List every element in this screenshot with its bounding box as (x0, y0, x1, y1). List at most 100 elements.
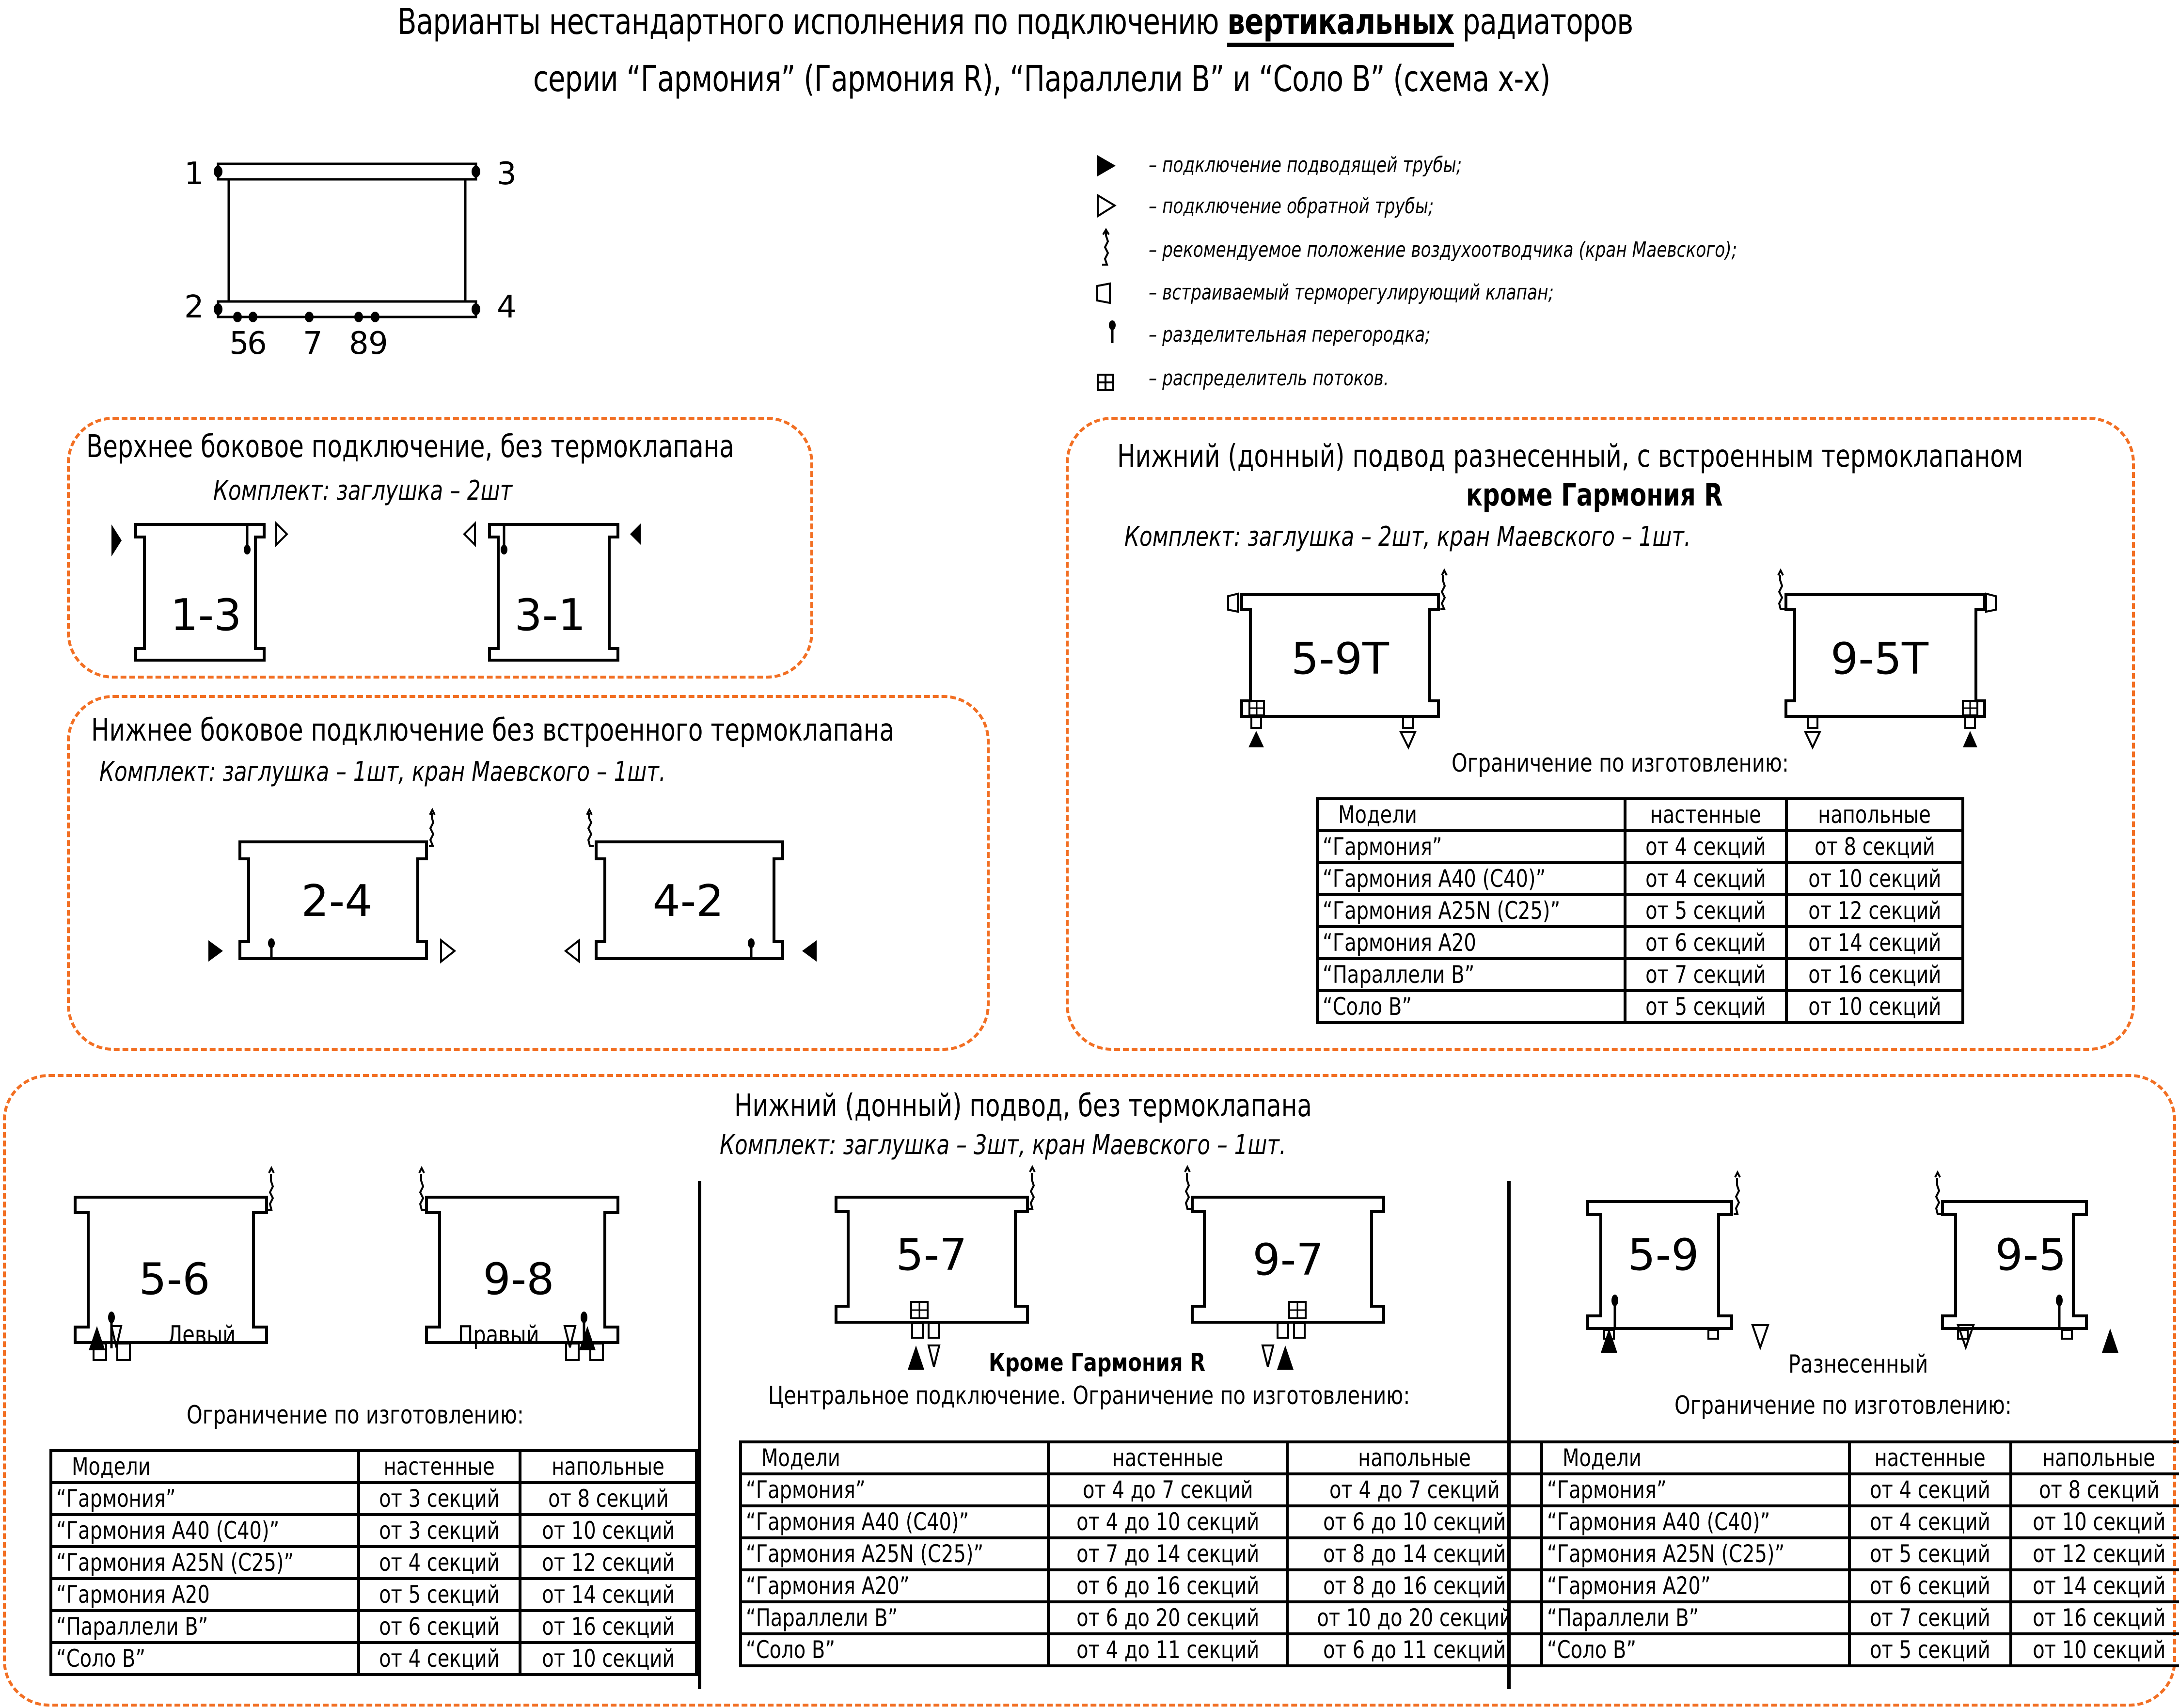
radiator-diagram-5-9T: 5-9T (1227, 568, 1448, 750)
floor-standing-cell: от 4 до 7 секций (1286, 1472, 1544, 1507)
wall-mounted-cell: от 7 секций (1847, 1600, 2012, 1635)
panel-kit: Комплект: заглушка – 3шт, кран Маевского… (720, 1129, 1286, 1161)
scheme-point-label: 5 (229, 326, 249, 362)
legend-item: – распределитель потоков. (1149, 366, 1389, 391)
wall-mounted-cell: от 7 секций (1623, 957, 1788, 992)
floor-standing-cell: от 10 секций (518, 1641, 698, 1676)
floor-standing-cell: от 8 до 14 секций (1286, 1536, 1544, 1571)
model-cell: “Гармония А20 (49, 1577, 360, 1612)
wall-mounted-cell: от 3 секций (357, 1481, 521, 1516)
model-cell: “Гармония А40 (С40)” (49, 1513, 360, 1548)
table-header-row: Модели настенные напольные (1540, 1440, 2179, 1475)
floor-standing-cell: от 10 до 20 секций (1286, 1600, 1544, 1635)
diagram-label: 2-4 (301, 876, 373, 927)
return-pipe-icon (563, 1325, 596, 1350)
wall-mounted-cell: от 4 секций (1623, 861, 1788, 896)
floor-standing-cell: от 8 до 16 секций (1286, 1568, 1544, 1603)
excluding-note: Кроме Гармония R (989, 1348, 1206, 1377)
wall-mounted-cell: от 4 до 10 секций (1046, 1504, 1289, 1539)
supply-pipe-icon (908, 1344, 941, 1370)
limits-table-thermo: Модели настенные напольные “Гармония”от … (1316, 797, 1965, 1024)
model-cell: “Гармония А25N (С25)” (739, 1536, 1050, 1571)
return-pipe-icon (1097, 193, 1117, 218)
panel-kit: Комплект: заглушка – 2шт (213, 475, 513, 506)
title-emphasis: вертикальных (1227, 1, 1454, 47)
model-cell: “Гармония” (1316, 829, 1626, 864)
model-cell: “Параллели В” (1316, 957, 1626, 992)
flow-distributor-icon (1097, 374, 1114, 391)
thermo-valve-icon (1096, 282, 1111, 304)
radiator-diagram-3-1: 3-1 (463, 521, 641, 662)
return-pipe-icon (1751, 1324, 1769, 1351)
panel-kit: Комплект: заглушка – 1шт, кран Маевского… (99, 756, 666, 788)
diagram-label: 5-7 (896, 1230, 967, 1281)
floor-standing-cell: от 8 секций (518, 1481, 698, 1516)
floor-standing-cell: от 6 до 11 секций (1286, 1632, 1544, 1667)
model-cell: “Гармония А25N (С25)” (49, 1545, 360, 1580)
limit-caption: Центральное подключение. Ограничение по … (768, 1381, 1410, 1410)
supply-pipe-icon (1601, 1328, 1617, 1353)
table-header-row: Модели настенные напольные (1316, 797, 1965, 832)
scheme-point-label: 9 (368, 326, 388, 362)
model-cell: “Соло В” (739, 1632, 1050, 1667)
diagram-label: 9-7 (1253, 1234, 1324, 1285)
panel-kit: Комплект: заглушка – 2шт, кран Маевского… (1124, 521, 1691, 553)
floor-standing-cell: от 10 секций (2009, 1632, 2179, 1667)
floor-standing-cell: от 10 секций (1784, 861, 1965, 896)
floor-standing-cell: от 12 секций (518, 1545, 698, 1580)
model-cell: “Гармония А40 (С40)” (1316, 861, 1626, 896)
air-vent-icon (1102, 228, 1110, 266)
radiator-diagram-9-5: 9-5 (1934, 1170, 2088, 1340)
page-title-line-2: серии “Гармония” (Гармония R), “Параллел… (533, 58, 1550, 100)
floor-standing-cell: от 10 секций (518, 1513, 698, 1548)
wall-mounted-cell: от 5 секций (1847, 1632, 2012, 1667)
floor-standing-cell: от 10 секций (2009, 1504, 2179, 1539)
table-header-row: Модели настенные напольные (49, 1449, 698, 1484)
section-divider (698, 1181, 701, 1689)
wall-mounted-cell: от 6 секций (357, 1609, 521, 1644)
supply-pipe-icon (1097, 155, 1116, 176)
legend-item: – разделительная перегородка; (1149, 322, 1431, 347)
panel-bottom-thermo-connection (1066, 417, 2135, 1051)
floor-standing-cell: от 16 секций (2009, 1600, 2179, 1635)
wall-mounted-cell: от 5 секций (1847, 1536, 2012, 1571)
diagram-label: 4-2 (653, 876, 724, 927)
radiator-diagram-1-3: 1-3 (111, 521, 288, 662)
floor-standing-cell: от 14 секций (2009, 1568, 2179, 1603)
model-cell: “Гармония” (739, 1472, 1050, 1507)
model-cell: “Параллели В” (1540, 1600, 1851, 1635)
table-header-row: Модели настенные напольные (739, 1440, 1544, 1475)
model-cell: “Гармония А25N (С25)” (1316, 893, 1626, 928)
wall-mounted-cell: от 6 секций (1847, 1568, 2012, 1603)
wall-mounted-cell: от 6 до 20 секций (1046, 1600, 1289, 1635)
connection-scheme-diagram: 1 2 3 4 5 6 7 8 9 (184, 156, 517, 362)
limit-caption: Ограничение по изготовлению: (187, 1401, 524, 1430)
model-cell: “Соло В” (1316, 989, 1626, 1024)
diagram-label: 5-9 (1628, 1230, 1699, 1281)
wall-mounted-cell: от 6 секций (1623, 925, 1788, 960)
diagram-label: 9-5 (1995, 1230, 2067, 1281)
model-cell: “Гармония А40 (С40)” (739, 1504, 1050, 1539)
wall-mounted-cell: от 4 секций (357, 1641, 521, 1676)
diagram-label: 1-3 (171, 590, 242, 641)
legend-item: – подключение обратной трубы; (1149, 194, 1434, 219)
limits-table-spread: Модели настенные напольные “Гармония”от … (1540, 1440, 2179, 1667)
floor-standing-cell: от 8 секций (1784, 829, 1965, 864)
scheme-point-label: 7 (303, 326, 323, 362)
